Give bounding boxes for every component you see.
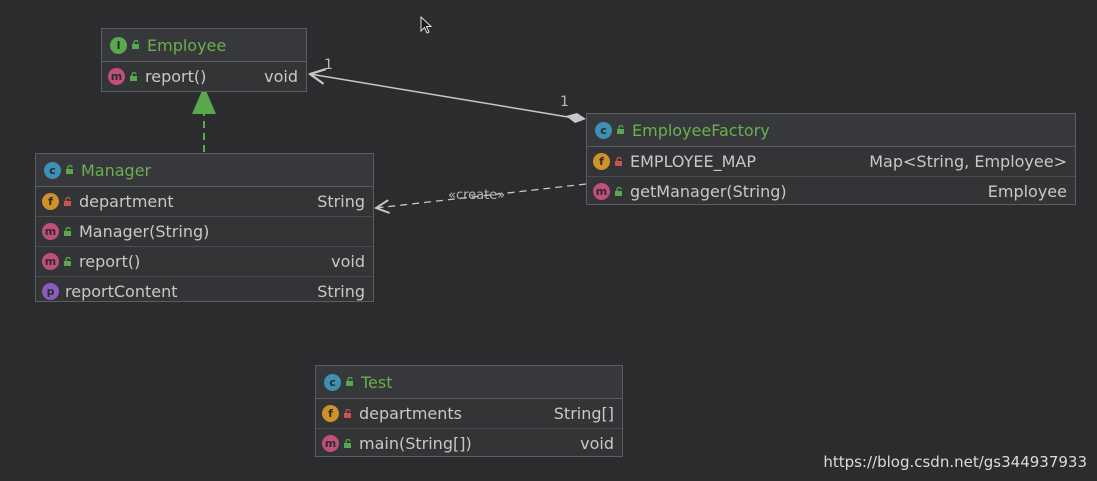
member-name: EMPLOYEE_MAP [630, 152, 757, 171]
class-name: Employee [147, 35, 227, 55]
member-row[interactable]: m main(String[]) void [316, 429, 622, 458]
member-name: Manager(String) [79, 222, 210, 241]
member-name: reportContent [65, 282, 178, 301]
member-row[interactable]: f department String [36, 187, 373, 217]
static-field-icon: f [322, 405, 339, 422]
member-name: getManager(String) [630, 182, 787, 201]
method-icon: m [108, 68, 125, 85]
class-icon: c [595, 121, 612, 139]
member-name: report() [79, 252, 141, 271]
static-method-icon: m [322, 435, 339, 452]
member-type: Employee [987, 182, 1067, 201]
member-row[interactable]: p reportContent String [36, 277, 373, 306]
private-visibility-icon [344, 408, 351, 418]
member-name: report() [145, 67, 207, 86]
class-manager[interactable]: c Manager f department String m Manager(… [35, 153, 374, 302]
member-name: main(String[]) [359, 434, 472, 453]
class-name: Manager [81, 160, 152, 180]
public-visibility-icon [130, 71, 137, 81]
member-name: department [79, 192, 174, 211]
class-employee[interactable]: I Employee m report() void [101, 28, 307, 92]
class-name: Test [361, 372, 393, 392]
public-visibility-icon [66, 165, 73, 174]
association-source-multiplicity: 1 [324, 57, 333, 73]
association-edge [310, 74, 569, 118]
class-employee-factory[interactable]: c EmployeeFactory f EMPLOYEE_MAP Map<Str… [586, 113, 1076, 205]
public-visibility-icon [615, 186, 622, 196]
member-row[interactable]: f departments String[] [316, 399, 622, 429]
member-row[interactable]: m report() void [36, 247, 373, 277]
class-icon: c [44, 161, 61, 179]
public-visibility-icon [64, 256, 71, 266]
public-visibility-icon [132, 40, 139, 49]
class-header: c Manager [36, 154, 373, 187]
public-visibility-icon [64, 226, 71, 236]
member-row[interactable]: m Manager(String) [36, 217, 373, 247]
member-row[interactable]: f EMPLOYEE_MAP Map<String, Employee> [587, 147, 1075, 177]
runnable-class-icon: c [324, 373, 341, 391]
public-visibility-icon [344, 438, 351, 448]
dependency-label: «create» [448, 188, 506, 203]
property-icon: p [42, 283, 59, 300]
field-icon: f [42, 193, 59, 210]
private-visibility-icon [64, 196, 71, 206]
association-target-multiplicity: 1 [560, 94, 569, 110]
mouse-cursor-icon [420, 16, 433, 34]
static-field-icon: f [593, 153, 610, 170]
class-name: EmployeeFactory [632, 120, 770, 140]
member-type: String [317, 282, 365, 301]
public-visibility-icon [617, 125, 624, 134]
member-type: Map<String, Employee> [869, 152, 1067, 171]
private-visibility-icon [615, 156, 622, 166]
method-icon: m [42, 223, 59, 240]
class-header: I Employee [102, 29, 306, 62]
member-name: departments [359, 404, 462, 423]
member-type: void [331, 252, 365, 271]
composition-diamond [566, 113, 586, 123]
watermark: https://blog.csdn.net/gs344937933 [823, 453, 1087, 471]
method-icon: m [42, 253, 59, 270]
member-row[interactable]: m getManager(String) Employee [587, 177, 1075, 206]
interface-icon: I [110, 36, 127, 54]
member-type: void [264, 67, 298, 86]
member-type: String[] [553, 404, 614, 423]
member-type: String [317, 192, 365, 211]
class-header: c Test [316, 366, 622, 399]
class-header: c EmployeeFactory [587, 114, 1075, 147]
class-test[interactable]: c Test f departments String[] m main(Str… [315, 365, 623, 457]
member-row[interactable]: m report() void [102, 62, 306, 91]
public-visibility-icon [346, 377, 353, 386]
static-method-icon: m [593, 183, 610, 200]
member-type: void [580, 434, 614, 453]
